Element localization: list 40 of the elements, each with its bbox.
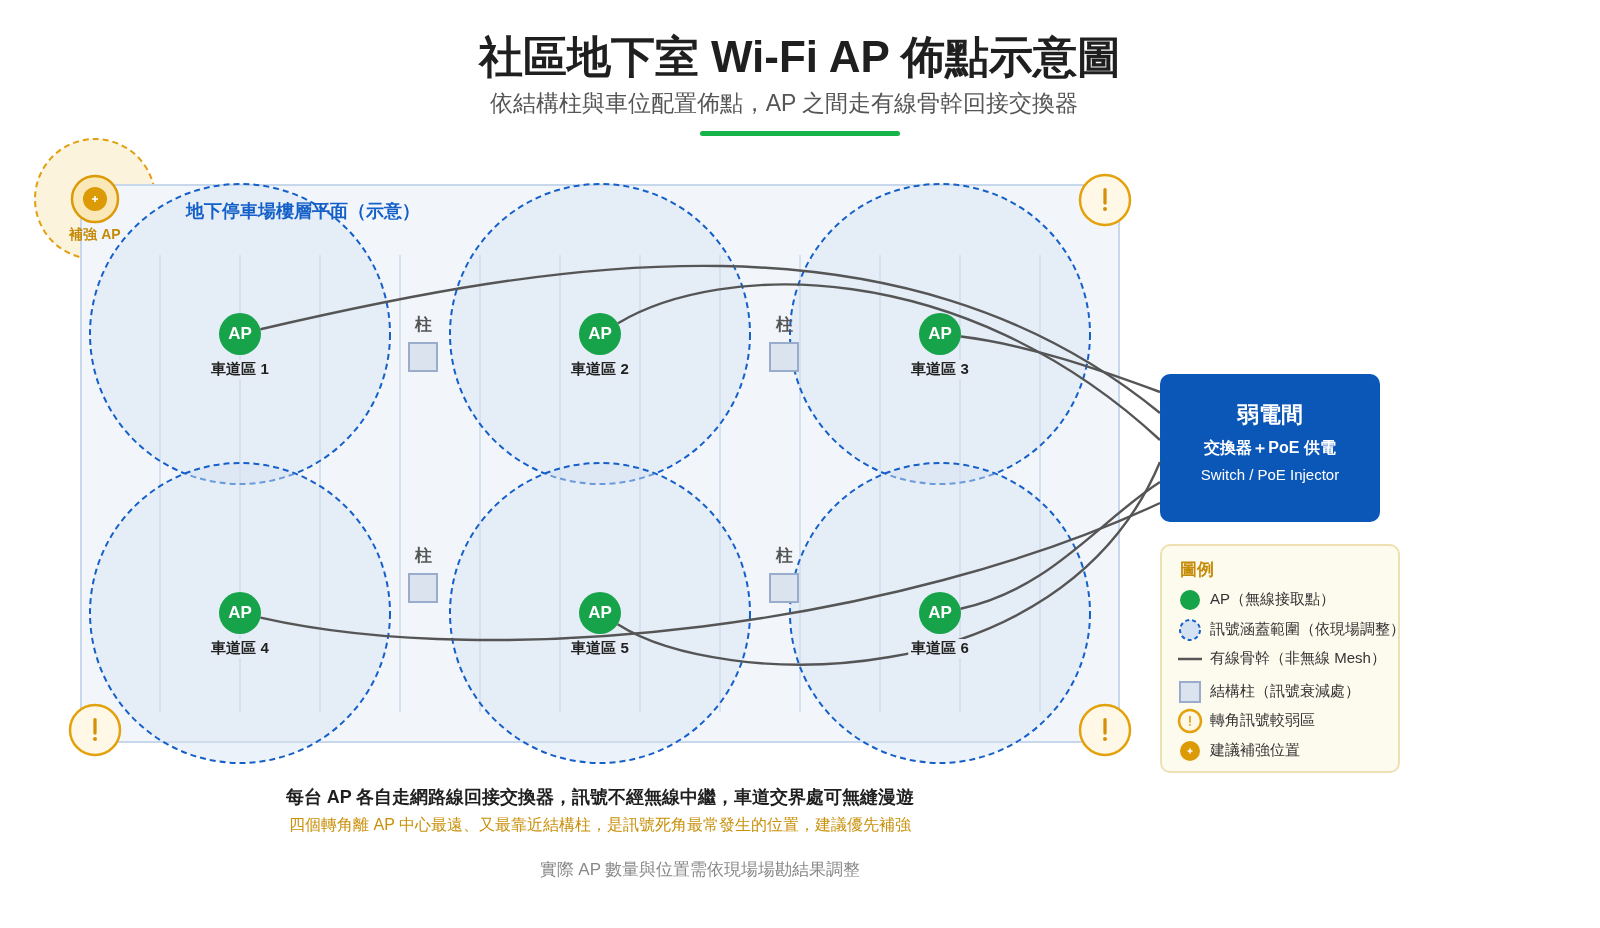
zone-label: 車道區 6 bbox=[908, 639, 972, 658]
switch-room-box bbox=[1160, 374, 1380, 522]
legend-title: 圖例 bbox=[1180, 559, 1214, 581]
ap-circle: AP bbox=[579, 592, 621, 634]
pillar-label: 柱 bbox=[775, 545, 793, 567]
legend-text: 結構柱（訊號衰減處） bbox=[1210, 681, 1360, 701]
room-subheading: 交換器＋PoE 供電 bbox=[1204, 438, 1336, 458]
legend-text: 建議補強位置 bbox=[1210, 740, 1300, 760]
pillar-label: 柱 bbox=[775, 314, 793, 336]
boost-label: 補強 AP bbox=[69, 226, 121, 244]
footer-note: 實際 AP 數量與位置需依現場場勘結果調整 bbox=[539, 859, 861, 881]
cable-line bbox=[960, 481, 1161, 610]
cable-line bbox=[260, 501, 1161, 641]
legend-text: 訊號涵蓋範圍（依現場調整） bbox=[1210, 619, 1405, 639]
ap-circle: AP bbox=[579, 313, 621, 355]
legend-text: 有線骨幹（非無線 Mesh） bbox=[1210, 649, 1386, 668]
legend-text: 轉角訊號較弱區 bbox=[1210, 711, 1315, 730]
ap-circle: AP bbox=[919, 592, 961, 634]
cable-line bbox=[617, 461, 1162, 666]
boost-marker bbox=[70, 174, 120, 224]
zone-label: 車道區 2 bbox=[568, 360, 632, 379]
diagram-title: 社區地下室 Wi-Fi AP 佈點示意圖 bbox=[478, 31, 1122, 83]
subtitle: 依結構柱與車位配置佈點，AP 之間走有線骨幹回接交換器 bbox=[489, 89, 1079, 118]
ap-circle: AP bbox=[219, 592, 261, 634]
ap-circle: AP bbox=[219, 313, 261, 355]
pillar-label: 柱 bbox=[414, 314, 432, 336]
cable-line bbox=[617, 283, 1161, 441]
note-text: 每台 AP 各自走網路線回接交換器，訊號不經無線中繼，車道交界處可無縫漫遊 bbox=[285, 786, 915, 809]
warning-note: 四個轉角離 AP 中心最遠、又最靠近結構柱，是訊號死角最常發生的位置，建議優先補強 bbox=[289, 815, 911, 835]
zone-label: 車道區 1 bbox=[208, 360, 272, 379]
pillar-label: 柱 bbox=[414, 545, 432, 567]
device-label: Switch / PoE Injector bbox=[1200, 466, 1340, 483]
cable-line bbox=[960, 335, 1161, 394]
zone-label: 車道區 3 bbox=[908, 360, 972, 379]
room-heading: 弱電間 bbox=[1237, 401, 1303, 429]
cable-line bbox=[260, 264, 1161, 414]
ap-circle: AP bbox=[919, 313, 961, 355]
zone-label: 車道區 4 bbox=[208, 639, 272, 658]
zone-label: 車道區 5 bbox=[568, 639, 632, 658]
legend-text: AP（無線接取點） bbox=[1210, 590, 1335, 609]
